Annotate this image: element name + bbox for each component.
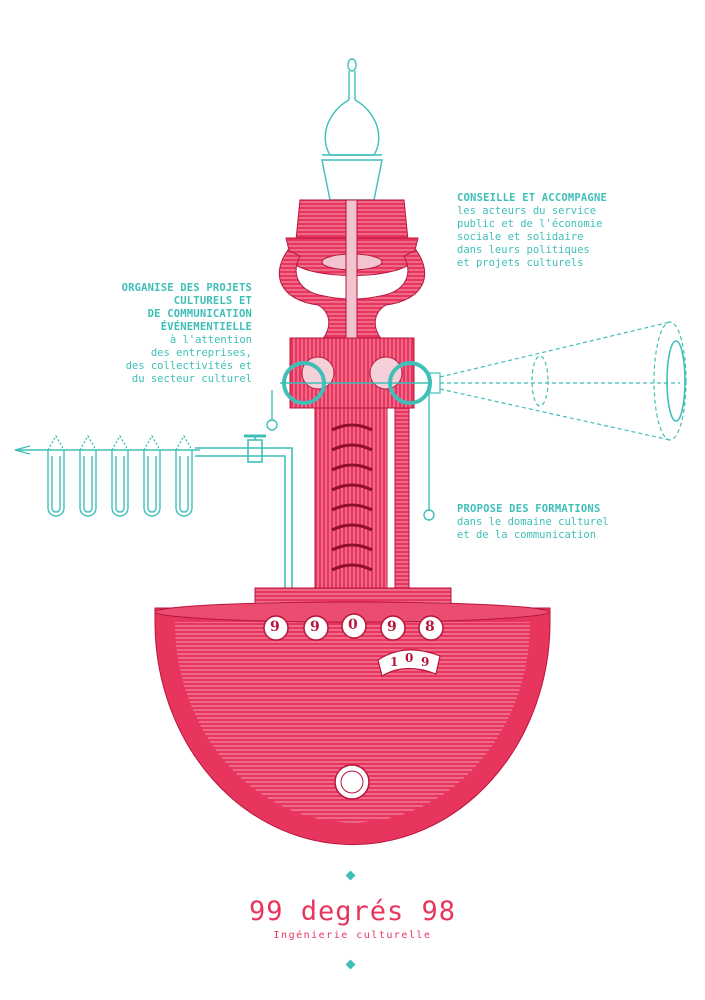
bulb-icon	[321, 58, 383, 201]
counter-digit: 0	[348, 617, 358, 633]
dial-digit: 0	[405, 651, 414, 665]
left-heading-line: DE COMMUNICATION	[147, 308, 252, 320]
counter-digit: 9	[270, 619, 280, 635]
counter-digit: 9	[387, 619, 397, 635]
top-right-body-line: et projets culturels	[457, 257, 584, 269]
dial-digit: 9	[421, 655, 430, 669]
test-tubes-icon	[14, 434, 200, 517]
left-heading-line: ORGANISE DES PROJETS	[121, 282, 252, 294]
stamp-seal-icon	[334, 764, 370, 800]
top-right-body-line: dans leurs politiques	[457, 244, 590, 256]
bottom-right-service-block: PROPOSE DES FORMATIONS dans le domaine c…	[457, 503, 697, 542]
left-service-block: ORGANISE DES PROJETS CULTURELS ET DE COM…	[60, 282, 252, 386]
brand-title: 99 degrés 98	[248, 896, 457, 927]
left-body-line: des entreprises,	[150, 347, 252, 359]
counter-digit: 9	[310, 619, 320, 635]
dial	[377, 649, 441, 677]
counter-wheels	[263, 613, 444, 641]
spiral-column	[314, 407, 410, 589]
left-body-line: des collectivités et	[125, 360, 252, 372]
horn-icon	[429, 321, 687, 441]
top-right-body-line: public et de l'économie	[457, 218, 603, 230]
top-right-service-block: CONSEILLE ET ACCOMPAGNE les acteurs du s…	[457, 192, 697, 270]
brand-subtitle: Ingénierie culturelle	[273, 930, 432, 941]
left-body-line: du secteur culturel	[131, 373, 252, 385]
machine-bowl	[154, 601, 551, 845]
left-heading-line: CULTURELS ET	[173, 295, 252, 307]
left-body-line: à l'attention	[169, 334, 252, 346]
bottom-right-heading: PROPOSE DES FORMATIONS	[457, 503, 601, 515]
bottom-right-body-line: dans le domaine culturel	[457, 516, 609, 528]
dial-digit: 1	[390, 655, 399, 669]
counter-digit: 8	[425, 619, 435, 635]
left-heading-line: ÉVÉNEMENTIELLE	[160, 321, 252, 333]
top-right-body-line: les acteurs du service	[457, 205, 597, 217]
top-right-heading: CONSEILLE ET ACCOMPAGNE	[457, 192, 607, 204]
top-right-body-line: sociale et solidaire	[457, 231, 584, 243]
pipe	[195, 434, 293, 590]
bottom-right-body-line: et de la communication	[457, 529, 597, 541]
